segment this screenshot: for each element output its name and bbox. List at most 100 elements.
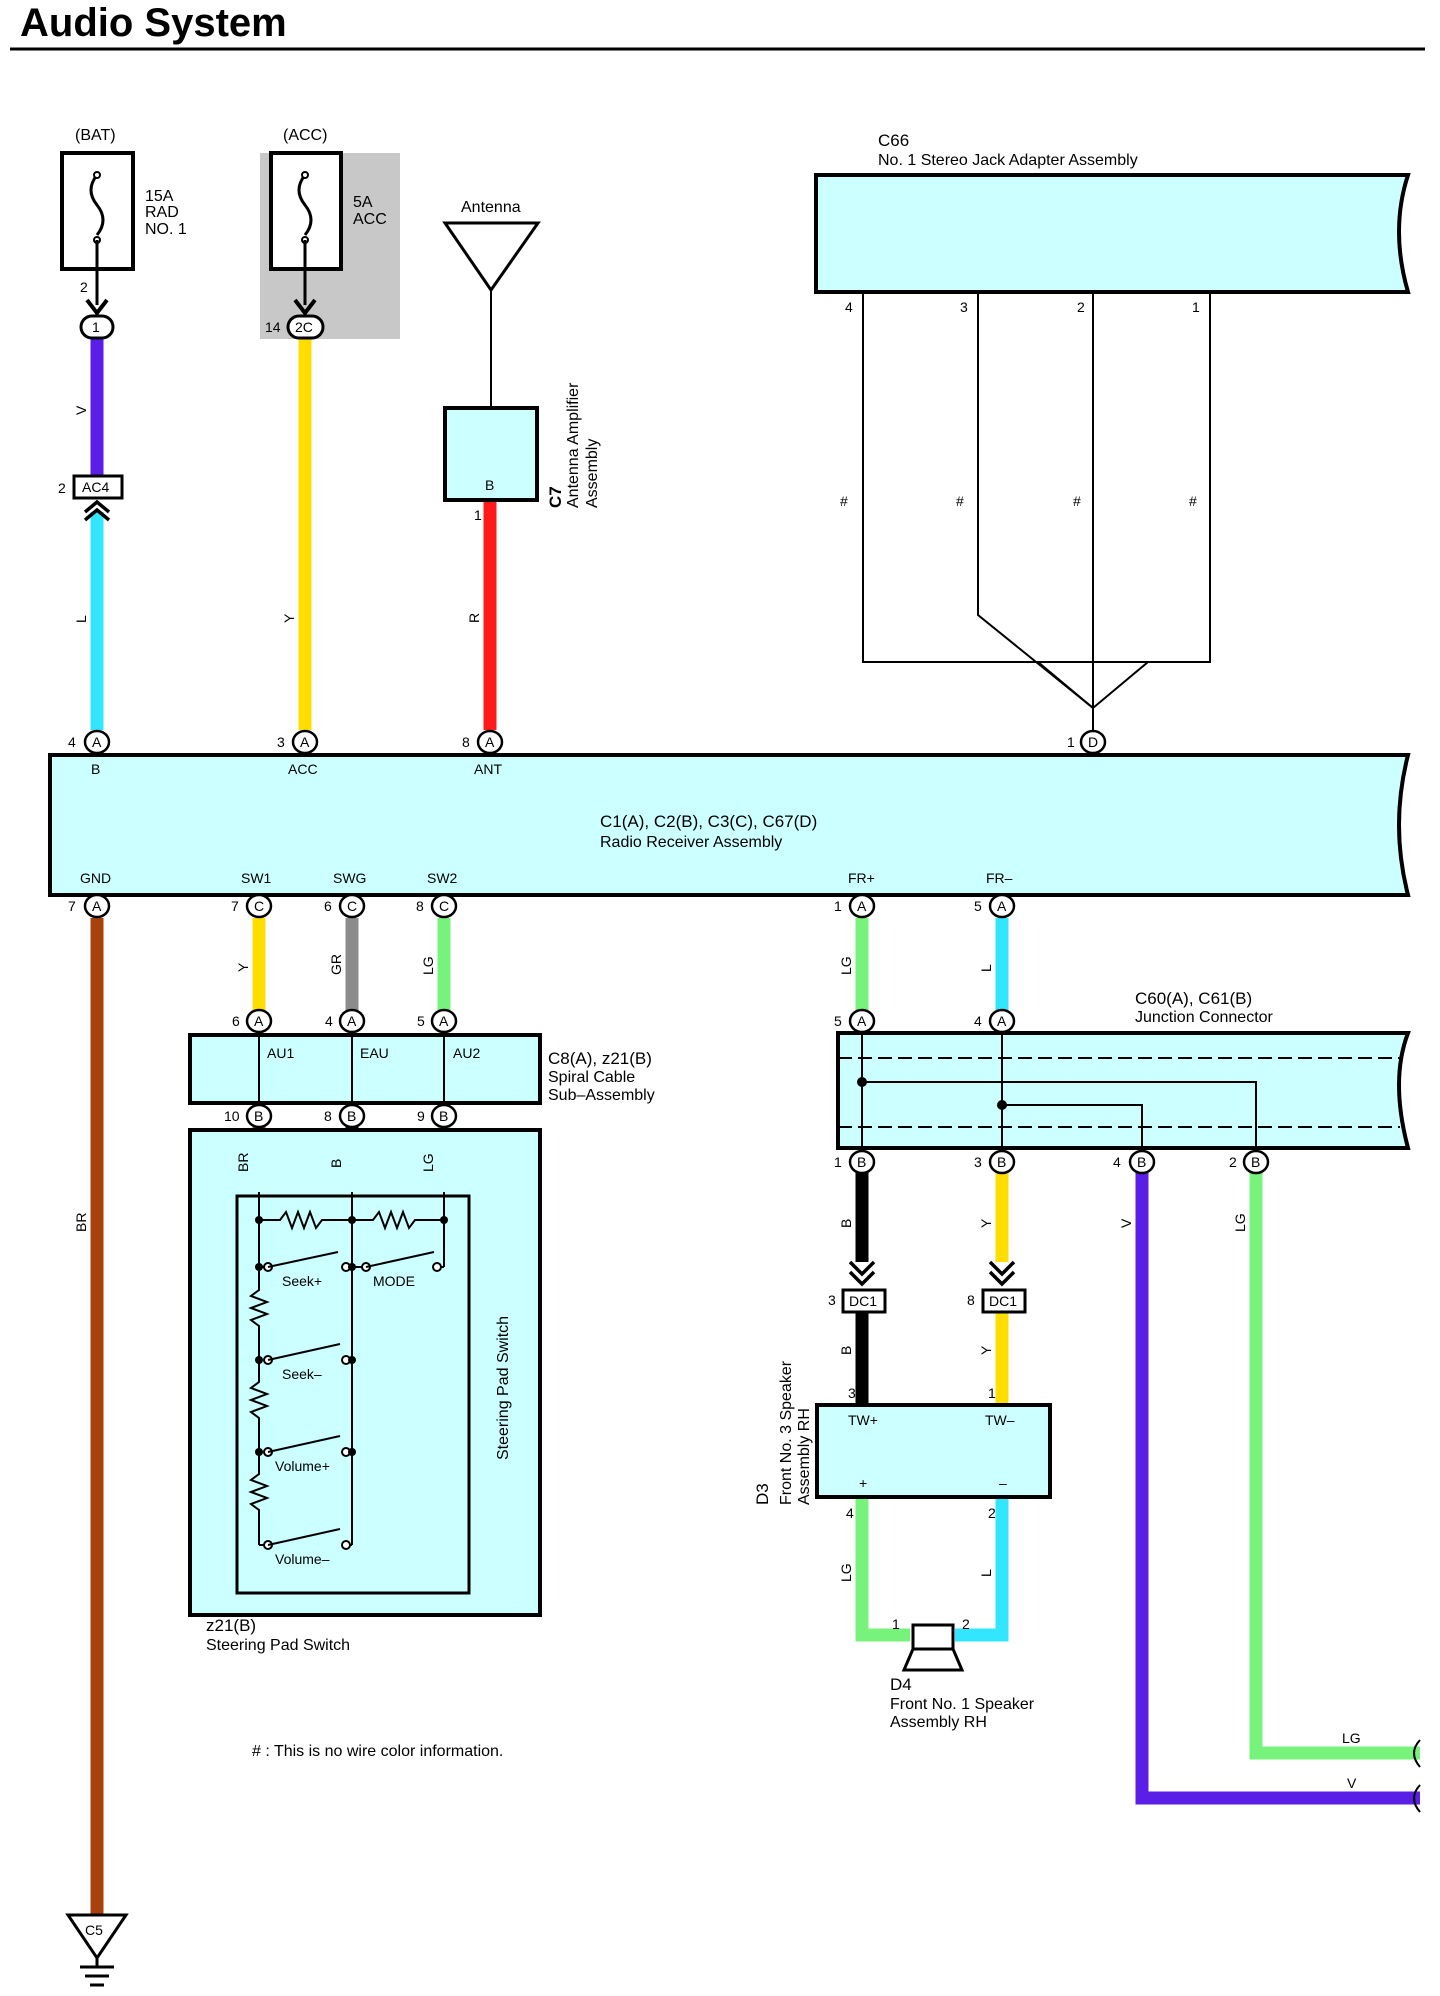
radio-bot-sw1-conn: C: [254, 898, 264, 914]
steering-name: Steering Pad Switch: [206, 1637, 350, 1654]
spiral-top-2-num: 4: [325, 1013, 333, 1029]
switch-volume-minus: Volume–: [275, 1551, 330, 1567]
code-b-dc: B: [838, 1346, 854, 1355]
radio-top-pin-d-num: 1: [1067, 734, 1075, 750]
code-l-d4: L: [978, 1569, 994, 1577]
code-v-j4: V: [1118, 1218, 1134, 1228]
c66-nocolor-4: #: [840, 493, 848, 509]
acc-conn: 2C: [295, 319, 313, 335]
bat-rating: 15A: [145, 188, 174, 205]
antenna-label: Antenna: [461, 199, 521, 216]
spiral-bot-1-num: 10: [224, 1108, 240, 1124]
wire-lg-d4: [855, 1497, 910, 1642]
radio-top-pin-ant-num: 8: [462, 734, 470, 750]
radio-bot-swg-label: SWG: [333, 870, 366, 886]
radio-bot-frp-label: FR+: [848, 870, 875, 886]
radio-top-pin-acc-conn: A: [300, 734, 310, 750]
junction-name: Junction Connector: [1135, 1009, 1274, 1026]
d3-p3: 3: [848, 1385, 856, 1401]
code-lg-j2: LG: [1232, 1213, 1248, 1232]
code-gr-swg: GR: [328, 954, 344, 975]
code-y-sw1: Y: [235, 962, 251, 972]
code-l-bat: L: [73, 615, 89, 623]
code-br-sp: BR: [235, 1153, 251, 1172]
d4-name1: Front No. 1 Speaker: [890, 1696, 1035, 1713]
junction-top-1-num: 5: [834, 1013, 842, 1029]
d3-speaker: 3 1 TW+ TW– + – 4 2 D3 Front No. 3 Speak…: [753, 1360, 1052, 1521]
radio-bot-gnd-label: GND: [80, 870, 111, 886]
radio-bot-swg-conn: C: [347, 898, 357, 914]
radio-bot-gnd-conn: A: [92, 898, 102, 914]
c66-pin-4: 4: [845, 299, 853, 315]
spiral-bot-2-conn: B: [347, 1108, 356, 1124]
c66-name: No. 1 Stereo Jack Adapter Assembly: [878, 152, 1138, 169]
d4-speaker: 1 2 D4 Front No. 1 Speaker Assembly RH: [890, 1616, 1035, 1731]
spiral-top-3-conn: A: [439, 1013, 449, 1029]
spiral-bot-3-num: 9: [417, 1108, 425, 1124]
d4-p2: 2: [962, 1616, 970, 1632]
ground-c5: C5: [65, 1913, 129, 1987]
d3-name2: Assembly RH: [796, 1408, 813, 1505]
dc1-connectors: 3 DC1 8 DC1: [828, 1260, 1027, 1314]
code-v-out: V: [1347, 1775, 1357, 1791]
radio-bot-sw2-num: 8: [416, 898, 424, 914]
junction-bot-1-num: 1: [834, 1154, 842, 1170]
radio-top-pin-d-conn: D: [1088, 734, 1098, 750]
bat-tag: (BAT): [75, 127, 116, 144]
spiral-bot-2-num: 8: [324, 1108, 332, 1124]
radio-bot-sw1-label: SW1: [241, 870, 272, 886]
code-v-bat: V: [73, 405, 89, 415]
spiral-ref: C8(A), z21(B): [548, 1049, 652, 1068]
code-lg-frp: LG: [838, 956, 854, 975]
radio-bot-sw2-label: SW2: [427, 870, 458, 886]
code-lg-out: LG: [1342, 1730, 1361, 1746]
radio-bot-frm-num: 5: [974, 898, 982, 914]
radio-bot-frm-label: FR–: [986, 870, 1013, 886]
junction-top-2-conn: A: [997, 1013, 1007, 1029]
footnote: # : This is no wire color information.: [252, 1743, 503, 1760]
radio-name: Radio Receiver Assembly: [600, 834, 782, 851]
junction-bot-2-num: 3: [974, 1154, 982, 1170]
dc1-right-label: DC1: [989, 1293, 1017, 1309]
steering-ref: z21(B): [206, 1616, 256, 1635]
acc-tag: (ACC): [283, 127, 327, 144]
wire-codes: V L Y R BR Y GR LG LG L BR B LG B Y V LG…: [73, 405, 1361, 1791]
junction-bot-3-conn: B: [1137, 1154, 1146, 1170]
ground-label: C5: [85, 1922, 103, 1938]
radio-bot-sw2-conn: C: [439, 898, 449, 914]
d3-tw-plus: TW+: [848, 1412, 878, 1428]
steering-inner-label: Steering Pad Switch: [495, 1316, 512, 1460]
dc1-left-label: DC1: [849, 1293, 877, 1309]
switch-seek-minus: Seek–: [282, 1366, 322, 1382]
acc-rating: 5A: [353, 194, 373, 211]
radio-bot-frp-conn: A: [857, 898, 867, 914]
junction-bot-2-conn: B: [997, 1154, 1006, 1170]
code-l-frm: L: [978, 964, 994, 972]
c66-pin-2: 2: [1077, 299, 1085, 315]
radio-ref: C1(A), C2(B), C3(C), C67(D): [600, 812, 817, 831]
radio-bot-sw1-num: 7: [231, 898, 239, 914]
antenna-assembly: Antenna B 1 C7 Antenna Amplifier Assembl…: [442, 199, 601, 523]
d4-p1: 1: [892, 1616, 900, 1632]
c66-ref: C66: [878, 131, 909, 150]
code-r-ant: R: [466, 613, 482, 623]
junction-connector: C60(A), C61(B) Junction Connector 5 A 4 …: [834, 989, 1411, 1175]
fuse-bat: (BAT) 15A RAD NO. 1 2 1: [60, 127, 187, 340]
radio-top-pin-ant-conn: A: [485, 734, 495, 750]
junction-bot-4-conn: B: [1251, 1154, 1260, 1170]
ac4-label: AC4: [82, 479, 109, 495]
radio-top-pin-b-conn: A: [92, 734, 102, 750]
d3-p4: 4: [846, 1505, 854, 1521]
dc1-right-pin: 8: [967, 1292, 975, 1308]
junction-top-2-num: 4: [974, 1013, 982, 1029]
page-title: Audio System: [20, 1, 287, 45]
switch-seek-plus: Seek+: [282, 1273, 322, 1289]
radio-top-pin-acc-label: ACC: [288, 761, 318, 777]
c66-nocolor-1: #: [1189, 493, 1197, 509]
junction-ref: C60(A), C61(B): [1135, 989, 1252, 1008]
wire-l-d4: [955, 1497, 1009, 1642]
wire-break-v: [1413, 1784, 1421, 1813]
dc1-left-pin: 3: [828, 1292, 836, 1308]
junction-bot-3-num: 4: [1113, 1154, 1121, 1170]
switch-volume-plus: Volume+: [275, 1458, 330, 1474]
